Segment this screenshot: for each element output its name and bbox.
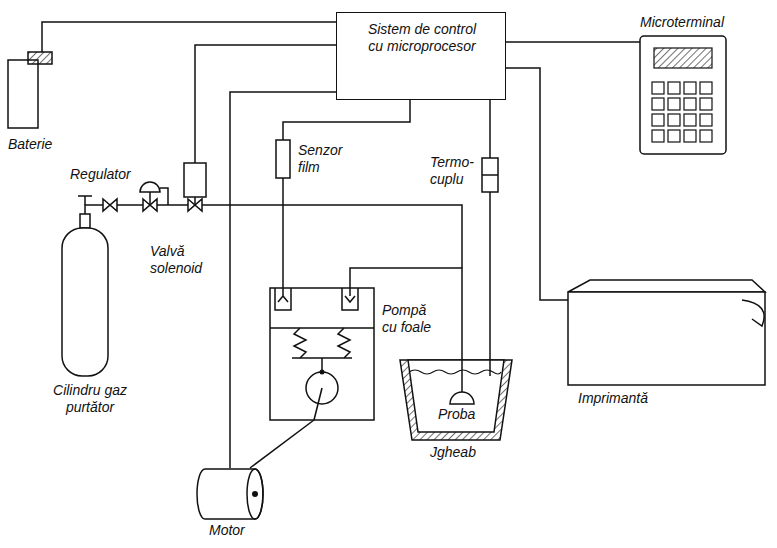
trough-shape [400,360,512,440]
node-label: Imprimantă [578,390,688,407]
battery: Baterie [8,52,52,128]
wire [250,420,314,468]
regulator-symbol [140,182,168,205]
node-label: Sistem de control cu microprocesor [362,21,482,55]
wire [506,41,640,43]
wire [506,68,568,300]
trough: JgheabProba [400,360,512,440]
valve-symbol [103,199,117,211]
microterminal: Microterminal [640,36,726,154]
bellows-pump: Pompă cu foale [270,288,374,420]
node-label: Cilindru gaz purtător [40,382,140,416]
film-sensor-shape [276,140,290,178]
solenoid-box-shape [184,163,206,197]
gas-cylinder-shape [62,214,108,376]
wire [283,100,410,140]
printer-top [568,280,765,292]
part-label: Regulator [70,166,131,183]
node-label: Baterie [8,136,78,153]
film-sensor: Senzor film [276,140,290,178]
node-label: Motor [209,522,269,539]
gas-pipe [85,205,462,268]
part-label: Proba [438,406,475,423]
microterminal-shape [640,36,726,154]
node-label: Senzor film [298,142,352,176]
node-label: Pompă cu foale [382,302,434,336]
printer-paper [742,300,764,326]
motor: Motor [195,468,265,520]
wire [489,100,491,158]
motor-shape [195,468,265,520]
node-label: Microterminal [640,14,750,31]
battery-shape [8,52,52,128]
printer: Imprimantă [568,280,766,385]
thermocouple-shape [482,158,498,192]
wire [489,192,491,360]
node-label: Termo- cuplu [430,154,476,188]
node-label: Jgheab [430,444,510,461]
control-box: Sistem de control cu microprocesor [336,12,506,100]
bellows-pump-shape [270,288,374,420]
solenoid-box: Valvă solenoid [184,163,206,197]
thermocouple: Termo- cuplu [482,158,498,192]
node-label: Valvă solenoid [150,243,214,277]
solenoid-stem [194,197,196,205]
wire [282,178,284,288]
wire [42,22,336,52]
gas-cylinder: Cilindru gaz purtător [62,214,108,376]
printer-body [568,292,765,385]
cylinder-valve [78,196,92,205]
